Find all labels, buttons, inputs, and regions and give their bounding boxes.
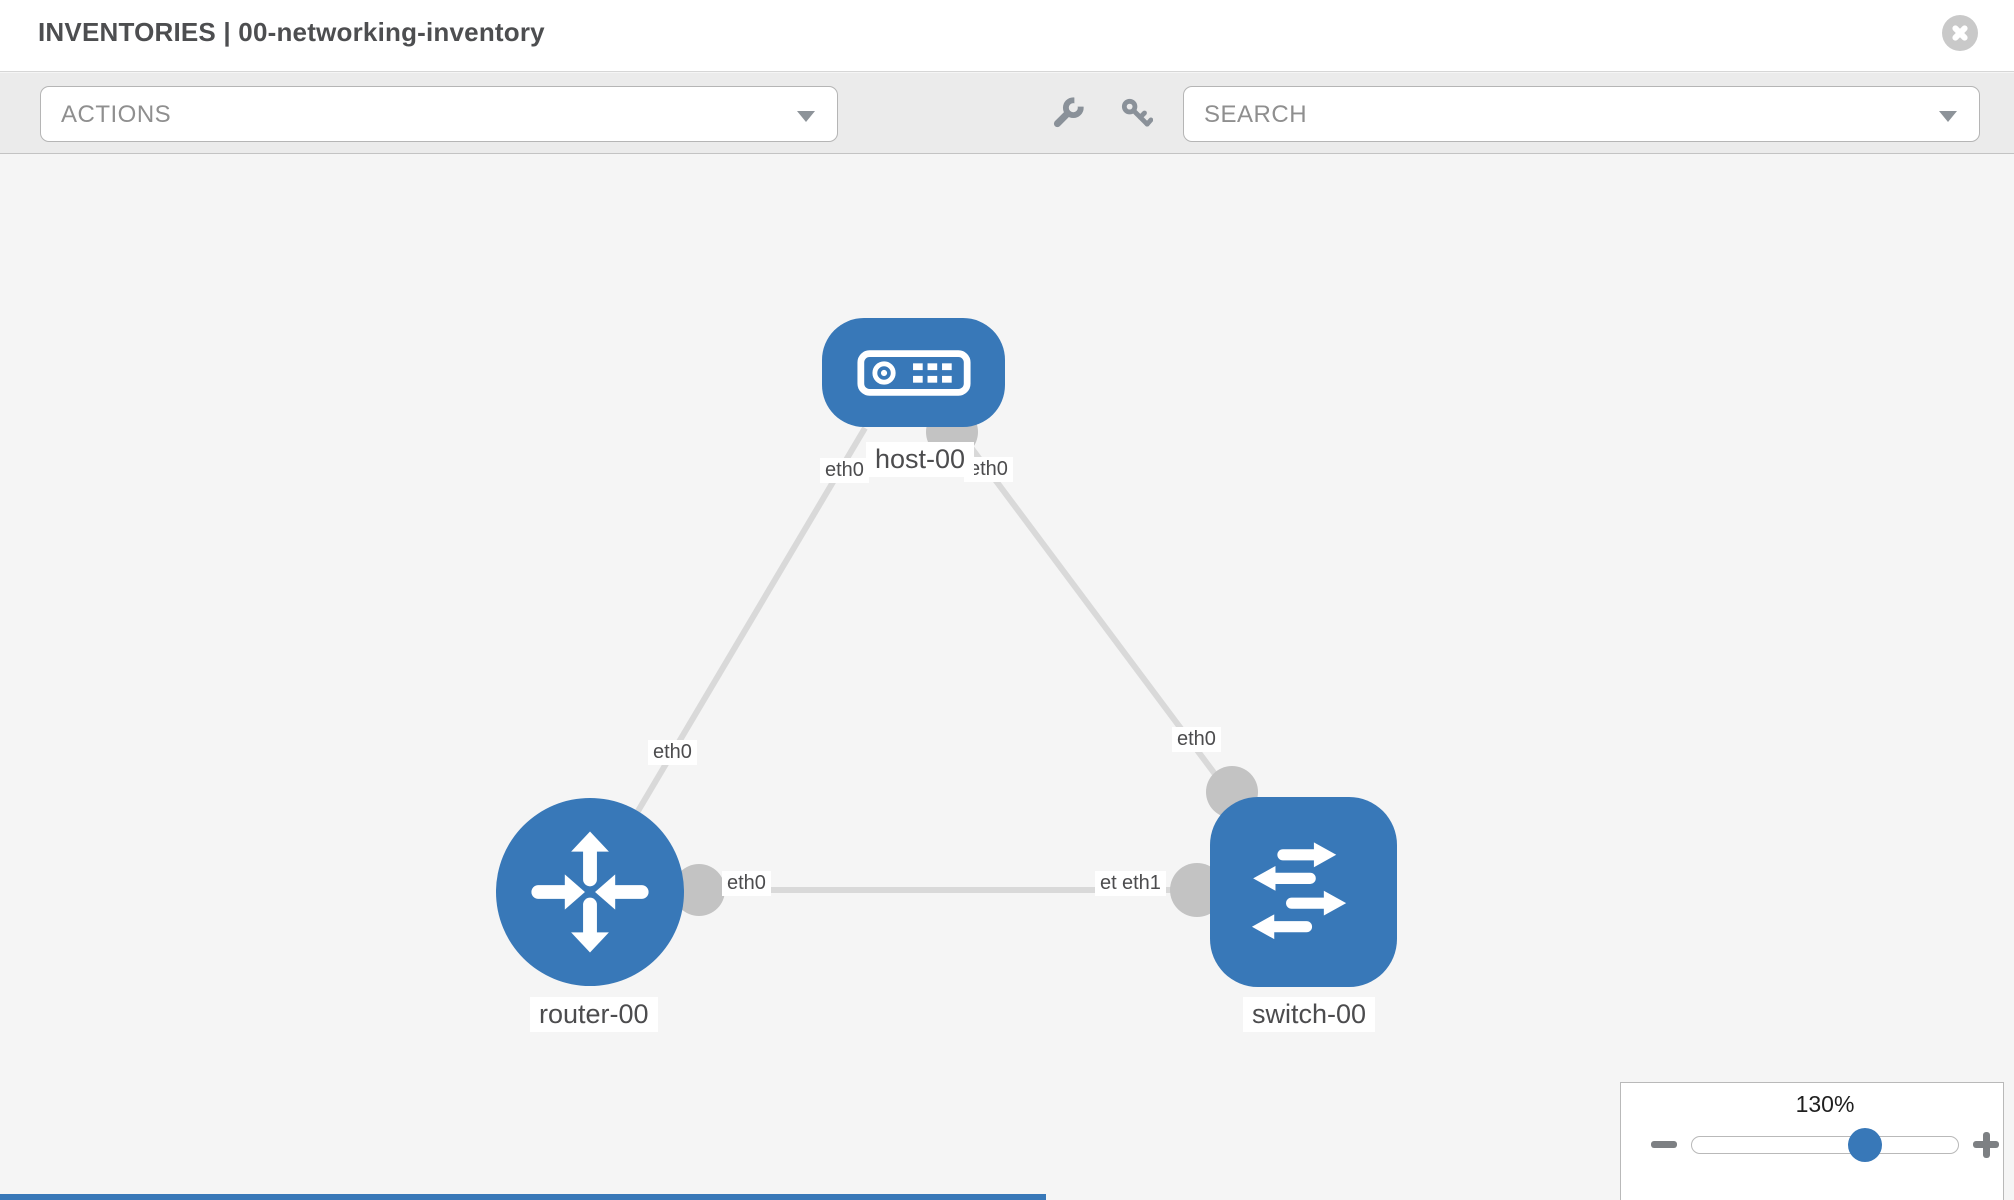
node-switch-00[interactable] [1210, 797, 1397, 987]
zoom-out-button[interactable] [1649, 1127, 1679, 1161]
zoom-level-value: 130% [1795, 1091, 1855, 1117]
port-label: eth0 [1172, 727, 1221, 752]
toolbar: ACTIONS SEARCH [0, 73, 2014, 154]
page-title: INVENTORIES | 00-networking-inventory [38, 17, 545, 47]
key-icon [1121, 98, 1153, 127]
zoom-slider-knob[interactable] [1848, 1128, 1882, 1162]
search-dropdown[interactable]: SEARCH [1183, 86, 1980, 142]
header-bar: INVENTORIES | 00-networking-inventory [0, 0, 2014, 72]
port-label: eth1 [1117, 871, 1166, 896]
zoom-in-button[interactable] [1971, 1127, 2001, 1161]
port-label: eth0 [648, 740, 697, 765]
links-layer [587, 426, 1306, 894]
router-arrows-icon [531, 831, 649, 953]
zoom-widget: 130% [1620, 1082, 2004, 1200]
plus-icon [1982, 1131, 1990, 1158]
credentials-button[interactable] [1114, 85, 1158, 141]
actions-dropdown-label: ACTIONS [61, 101, 172, 128]
actions-dropdown[interactable]: ACTIONS [40, 86, 838, 142]
server-icon [856, 349, 971, 396]
node-router-00[interactable] [496, 798, 684, 986]
node-label-switch: switch-00 [1243, 997, 1376, 1032]
chevron-down-icon [1939, 111, 1957, 122]
switch-arrows-icon [1251, 842, 1346, 940]
minus-icon [1651, 1141, 1677, 1148]
node-host-00[interactable] [822, 318, 1005, 427]
port-label: eth0 [722, 871, 771, 896]
close-button[interactable] [1942, 15, 1978, 51]
search-input[interactable]: SEARCH [1204, 101, 1308, 128]
wrench-icon [1053, 96, 1085, 128]
configure-button[interactable] [1046, 85, 1090, 141]
node-label-host: host-00 [866, 442, 975, 477]
node-label-router: router-00 [530, 997, 658, 1032]
zoom-slider[interactable] [1691, 1128, 1959, 1162]
bottom-accent-bar [0, 1194, 1046, 1200]
port-label: eth0 [820, 458, 869, 483]
chevron-down-icon [797, 111, 815, 122]
topology-canvas[interactable]: eth0 eth0 eth0 eth0 eth0 eth0 eth1 host-… [0, 155, 2014, 1200]
